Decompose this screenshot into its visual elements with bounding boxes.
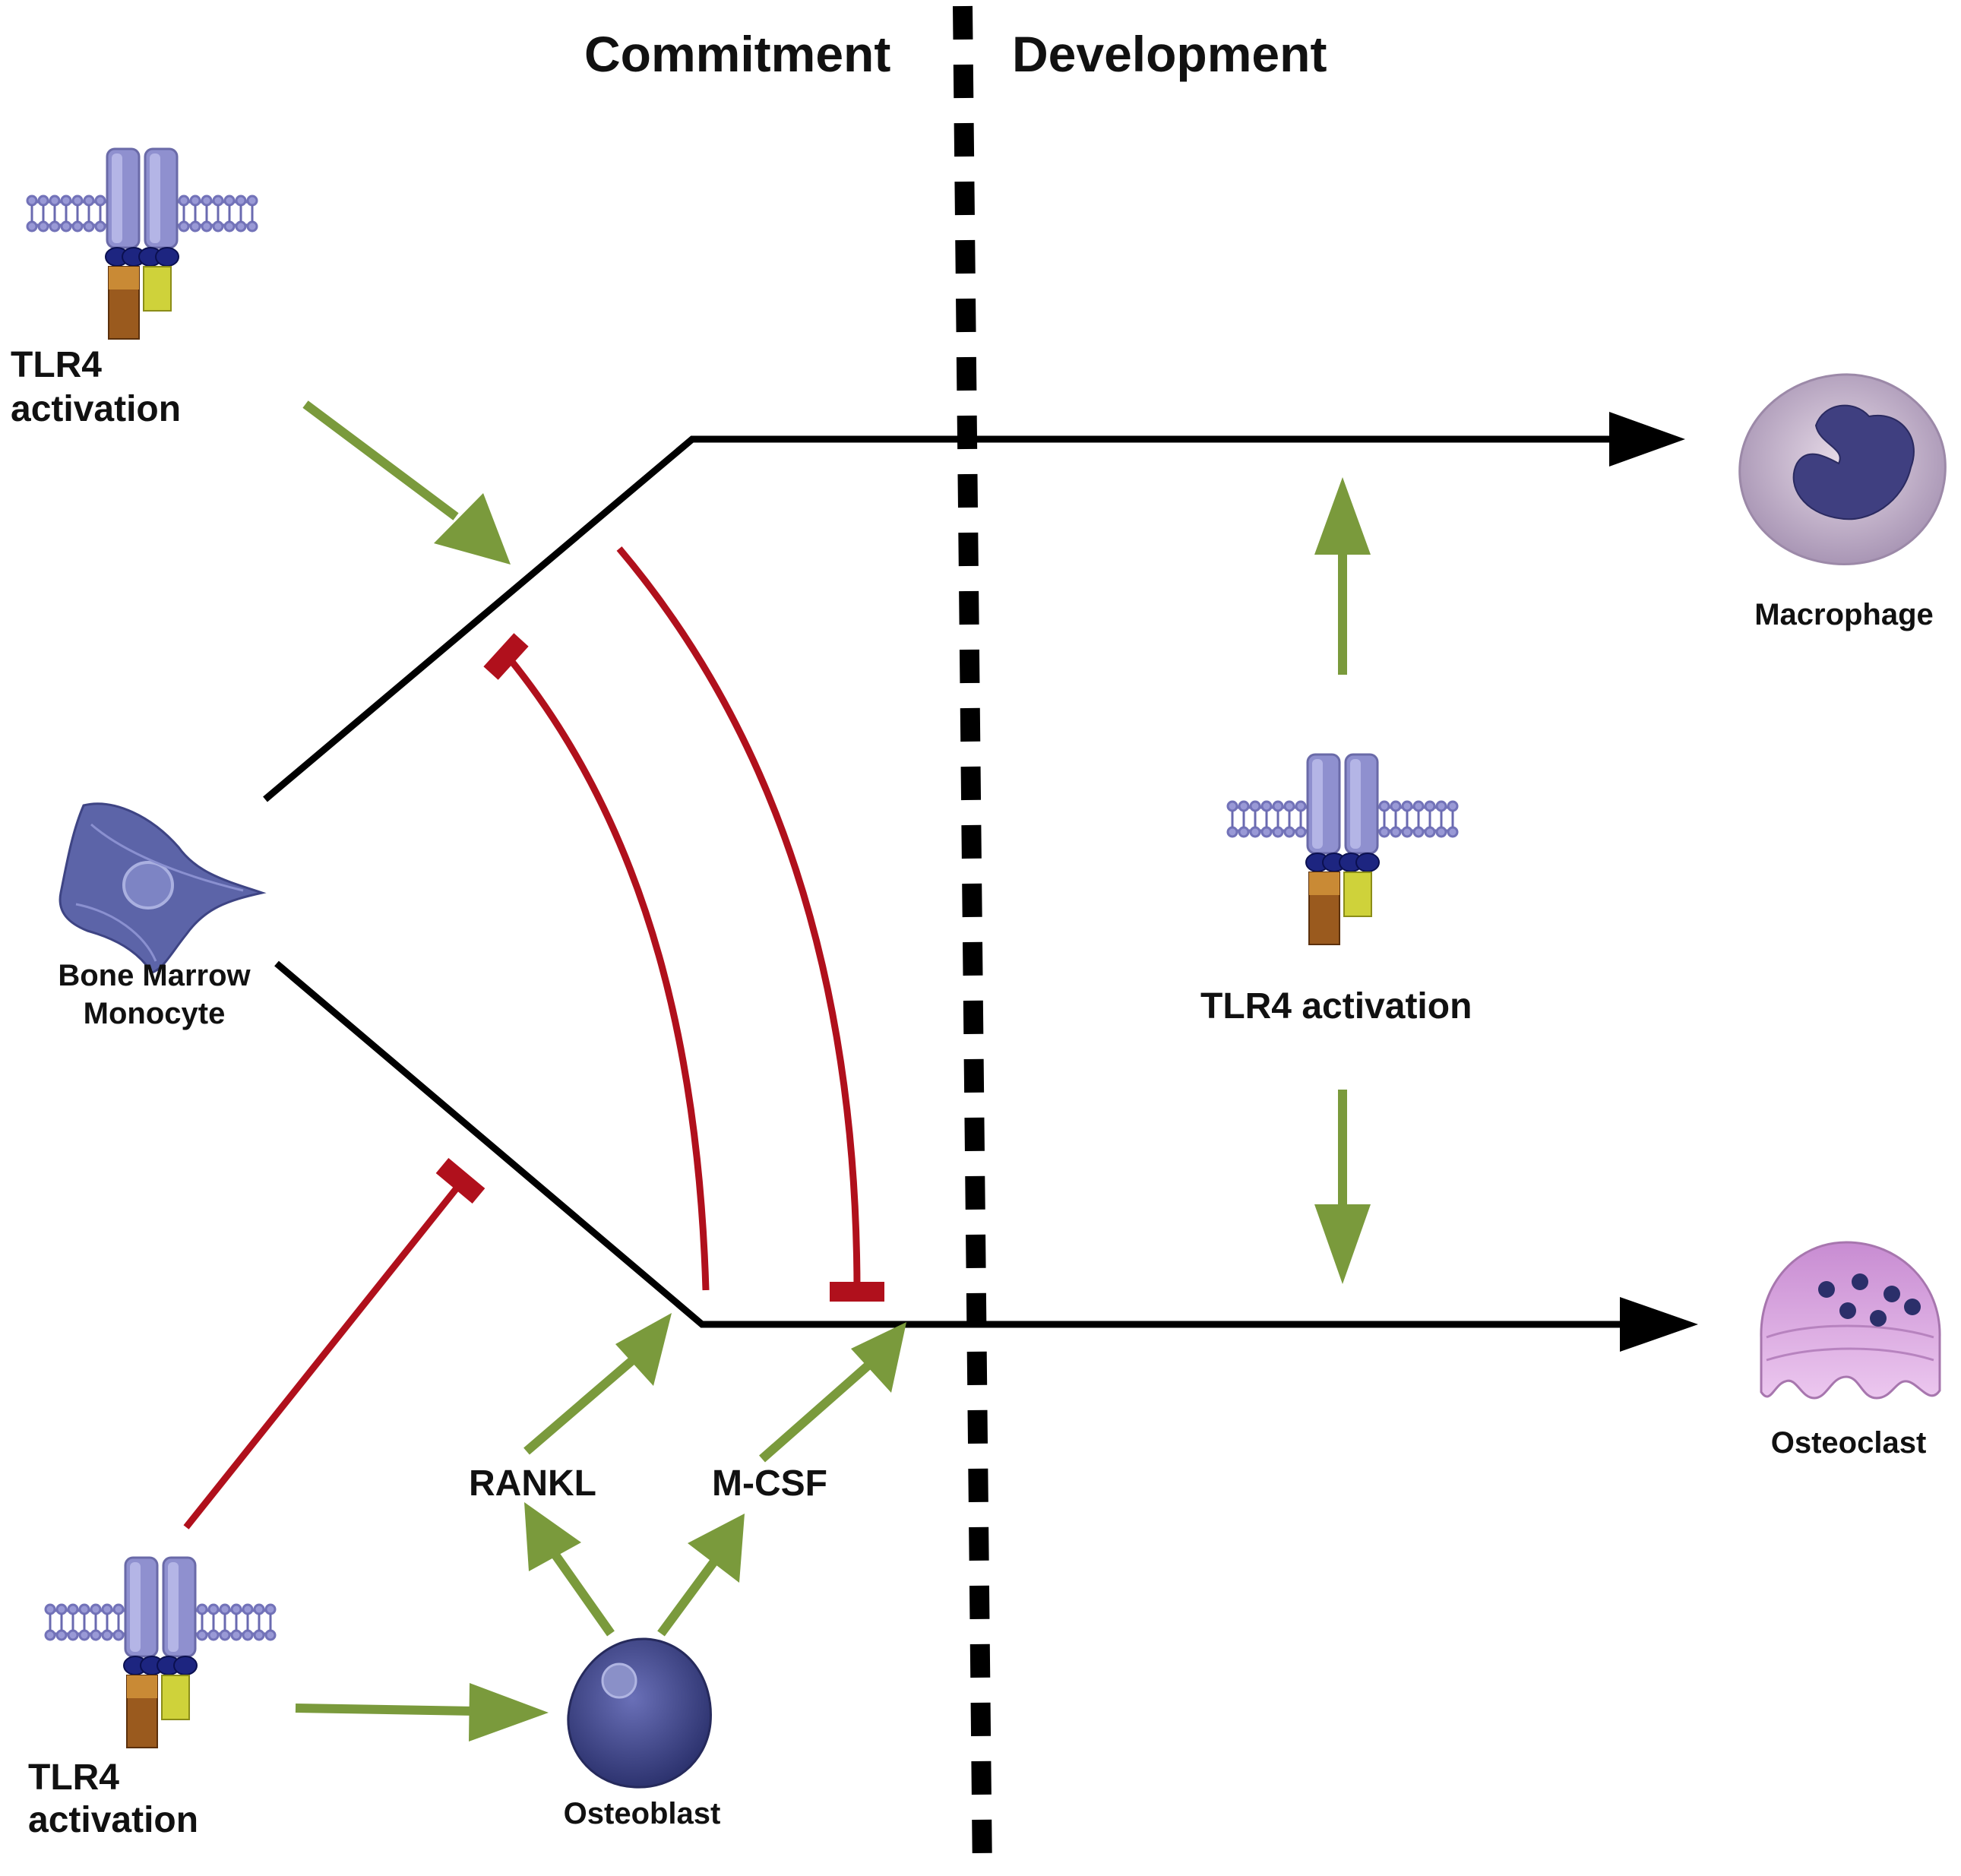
osteoblast-cell-icon: [567, 1637, 712, 1789]
phase-label-commitment: Commitment: [584, 26, 890, 82]
monocyte-label-line1: Bone Marrow: [58, 959, 251, 992]
osteoclast-cell-icon: [1760, 1241, 1941, 1400]
tlr4-label-bottom-line2: activation: [28, 1800, 198, 1840]
tlr4-label-bottom-line1: TLR4: [28, 1757, 119, 1798]
tlr4-receptor-icon-bottom: [44, 1556, 277, 1749]
monocyte-label-line2: Monocyte: [84, 997, 226, 1030]
tlr4-label-top-line2: activation: [11, 389, 181, 429]
macrophage-label: Macrophage: [1754, 598, 1934, 631]
activation-arrow-osteoblast-rankl: [551, 1551, 615, 1637]
phase-label-development: Development: [1012, 26, 1327, 82]
osteoclast-label: Osteoclast: [1771, 1426, 1927, 1460]
tlr4-label-top-line1: TLR4: [11, 345, 102, 385]
osteoblast-label: Osteoblast: [564, 1797, 721, 1830]
inhibition-line-tlr4-bottom: [183, 1179, 465, 1530]
activation-arrow-mcsf: [759, 1360, 873, 1463]
phase-divider: [953, 5, 992, 1876]
osteoclast-arrowhead: [1620, 1297, 1698, 1352]
tlr4-receptor-icon-middle: [1226, 753, 1459, 946]
rankl-label: RANKL: [469, 1463, 596, 1504]
macrophage-cell-icon: [1738, 373, 1947, 565]
tlr4-label-middle: TLR4 activation: [1200, 986, 1472, 1027]
activation-arrow-tlr4-bottom: [295, 1704, 476, 1716]
osteoclast-pathway: [274, 960, 1623, 1328]
inhibition-bar-upper: [483, 633, 529, 680]
macrophage-pathway: [263, 435, 1611, 802]
activation-arrow-rankl: [523, 1355, 637, 1455]
inhibition-curve-rankl: [506, 656, 710, 1291]
tlr4-receptor-icon-top: [26, 147, 258, 340]
inhibition-curve-mcsf: [616, 546, 861, 1292]
monocyte-cell-icon: [59, 802, 267, 974]
mcsf-label: M-CSF: [712, 1463, 827, 1504]
inhibition-bar-lower: [435, 1158, 486, 1204]
activation-arrow-osteoblast-mcsf: [657, 1558, 718, 1637]
activation-arrow-tlr4-top: [302, 400, 459, 520]
macrophage-arrowhead: [1609, 412, 1685, 467]
